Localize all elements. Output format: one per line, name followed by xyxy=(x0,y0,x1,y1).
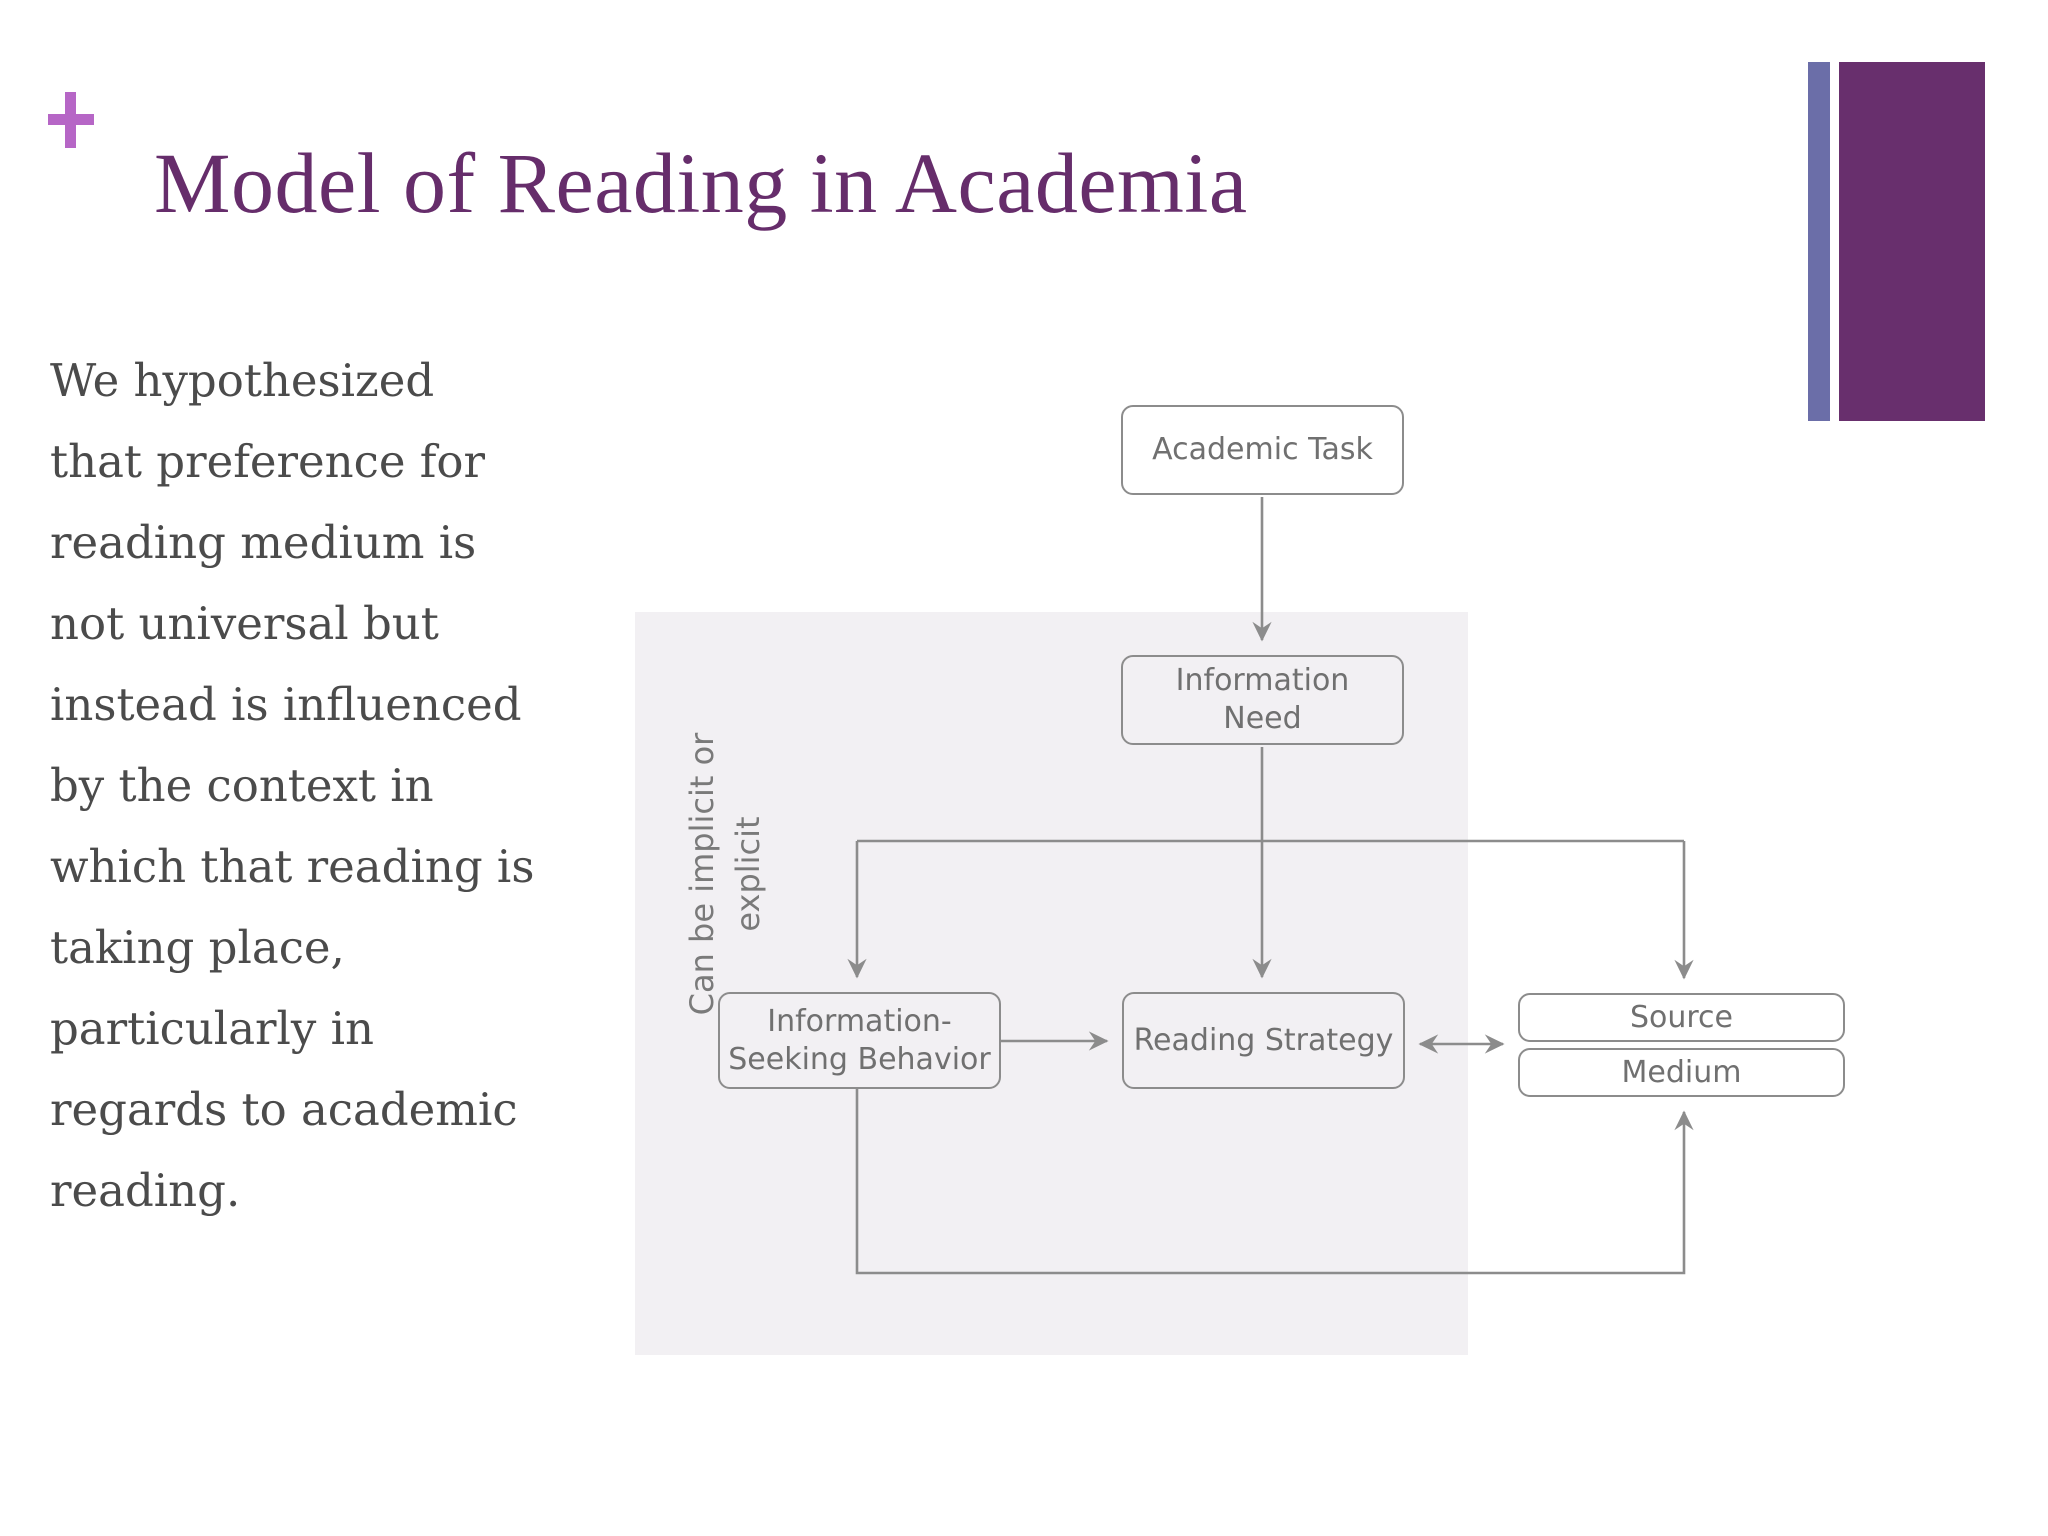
plus-icon xyxy=(48,92,96,148)
node-isb-label: Information- Seeking Behavior xyxy=(728,1003,990,1079)
page-title: Model of Reading in Academia xyxy=(154,135,1248,231)
side-label-implicit-explicit: Can be implicit or explicit xyxy=(683,732,767,1016)
node-medium[interactable]: Medium xyxy=(1518,1048,1845,1097)
body-paragraph: We hypothesized that preference for read… xyxy=(50,354,535,1217)
node-reading-strategy[interactable]: Reading Strategy xyxy=(1122,992,1405,1089)
plus-icon-vertical xyxy=(65,92,76,148)
accent-bar-wide xyxy=(1839,62,1985,421)
node-isb-line2: Seeking Behavior xyxy=(728,1041,991,1077)
accent-bar-thin xyxy=(1808,62,1830,421)
node-source[interactable]: Source xyxy=(1518,993,1845,1042)
node-academic-task[interactable]: Academic Task xyxy=(1121,405,1404,495)
node-information-seeking-behavior[interactable]: Information- Seeking Behavior xyxy=(718,992,1001,1089)
node-academic-task-label: Academic Task xyxy=(1152,432,1373,467)
node-information-need-line1: Information xyxy=(1175,663,1350,698)
node-medium-label: Medium xyxy=(1621,1054,1742,1090)
node-information-need-label: Information Need xyxy=(1176,662,1350,738)
node-source-label: Source xyxy=(1629,999,1734,1035)
node-information-need-line2: Need xyxy=(1223,701,1302,736)
node-reading-strategy-label: Reading Strategy xyxy=(1133,1022,1394,1058)
node-isb-line1: Information- xyxy=(767,1003,952,1039)
node-information-need[interactable]: Information Need xyxy=(1121,655,1404,745)
